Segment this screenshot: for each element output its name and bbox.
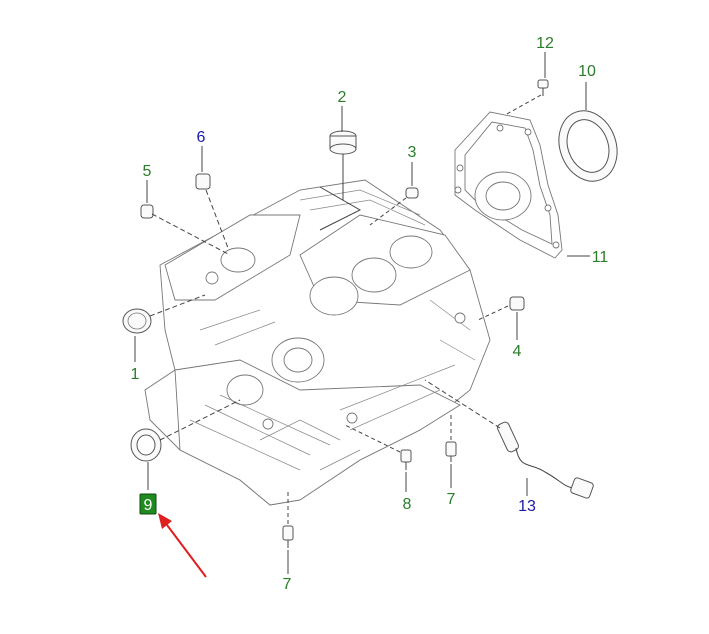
plug-3 — [405, 187, 419, 199]
callout-1[interactable]: 1 — [131, 366, 140, 383]
callout-2[interactable]: 2 — [338, 89, 347, 106]
plug-2 — [329, 130, 357, 155]
callout-3[interactable]: 3 — [408, 144, 417, 161]
callout-7-bottom[interactable]: 7 — [283, 576, 292, 593]
callout-12[interactable]: 12 — [536, 35, 554, 52]
dowel-4 — [509, 296, 525, 311]
plug-5 — [140, 204, 154, 219]
callout-7-right[interactable]: 7 — [447, 491, 456, 508]
callout-11[interactable]: 11 — [592, 249, 609, 266]
leader-lines — [134, 52, 590, 574]
callout-4[interactable]: 4 — [513, 343, 522, 360]
callout-6[interactable]: 6 — [197, 129, 206, 146]
front-oil-seal — [130, 428, 162, 462]
red-arrow — [158, 513, 207, 578]
bolt-7-bottom — [282, 525, 294, 548]
rear-oil-seal — [558, 110, 618, 182]
callout-9-highlight[interactable] — [139, 493, 157, 515]
dowel-6 — [195, 173, 211, 190]
bolt-12 — [537, 79, 549, 96]
engine-block — [144, 179, 491, 506]
callout-9[interactable]: 9 — [144, 497, 153, 514]
callout-10[interactable]: 10 — [578, 63, 596, 80]
callout-5[interactable]: 5 — [143, 163, 152, 180]
callout-13[interactable]: 13 — [518, 498, 536, 515]
rear-seal-housing — [454, 111, 563, 259]
cup-plug-1 — [122, 308, 152, 334]
callout-8[interactable]: 8 — [403, 496, 412, 513]
bolt-8 — [400, 449, 412, 470]
sensor-13 — [497, 421, 594, 499]
bolt-7-right — [445, 441, 457, 462]
